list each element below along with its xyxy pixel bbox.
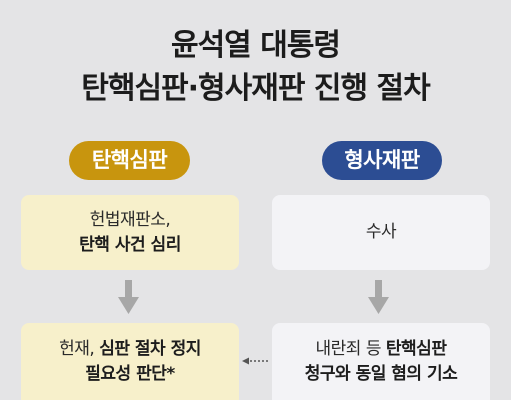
constitutional-court-short-text: 헌재,: [59, 338, 100, 359]
necessity-judgment-text: 필요성 판단*: [85, 363, 175, 384]
diagram-title-line-1: 윤석열 대통령: [170, 28, 341, 63]
impeachment-trial-inline-text: 탄핵심판: [385, 338, 447, 359]
dotted-left-arrow: [242, 357, 268, 365]
investigation-step: 수사: [272, 195, 490, 270]
impeachment-trial-header: 탄핵심판: [69, 141, 190, 180]
down-arrow-left: [118, 280, 139, 314]
indictment-line-1: 내란죄 등 탄핵심판: [316, 337, 447, 362]
investigation-text: 수사: [365, 222, 397, 242]
procedure-halt-line-1: 헌재, 심판 절차 정지: [59, 337, 201, 362]
constitutional-court-review-step: 헌법재판소, 탄핵 사건 심리: [21, 195, 239, 270]
procedure-halt-decision-step: 헌재, 심판 절차 정지 필요성 판단*: [21, 323, 239, 400]
same-charge-indictment-text: 청구와 동일 혐의 기소: [304, 363, 458, 384]
criminal-trial-header: 형사재판: [322, 141, 442, 180]
indictment-step: 내란죄 등 탄핵심판 청구와 동일 혐의 기소: [272, 323, 490, 400]
insurrection-charge-text: 내란죄 등: [315, 338, 386, 359]
diagram-title-line-2: 탄핵심판·형사재판 진행 절차: [81, 71, 431, 106]
constitutional-court-text: 헌법재판소,: [89, 209, 171, 230]
impeachment-case-review-text: 탄핵 사건 심리: [79, 234, 181, 255]
down-arrow-right: [368, 280, 389, 314]
trial-procedure-halt-text: 심판 절차 정지: [99, 338, 201, 359]
